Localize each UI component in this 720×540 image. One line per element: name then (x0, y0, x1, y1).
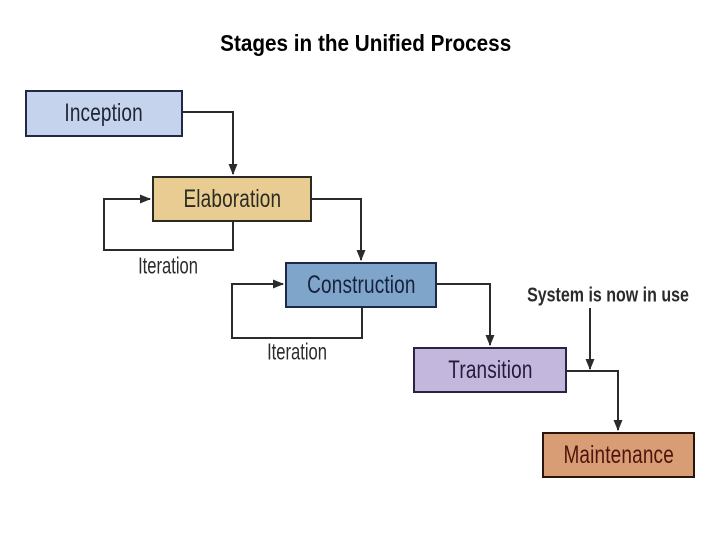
page-title: Stages in the Unified Process (166, 30, 566, 57)
arrowhead-construction-to-transition (485, 335, 495, 346)
connector-elaboration-iteration-loop (103, 198, 234, 251)
annotation-text-iteration-2: Iteration (267, 338, 327, 365)
connector-construction-to-transition (436, 283, 491, 345)
stage-box-maintenance: Maintenance (542, 432, 695, 478)
stage-box-transition: Transition (413, 347, 567, 393)
stage-box-construction: Construction (285, 262, 437, 308)
annotation-system-note: System is now in use (507, 285, 709, 308)
annotation-text-system-note: System is now in use (527, 284, 689, 307)
stage-label-inception: Inception (64, 99, 144, 127)
arrowhead-elaboration-to-construction (356, 250, 366, 261)
stage-label-transition: Transition (447, 355, 533, 384)
stage-label-construction: Construction (306, 270, 416, 299)
stage-box-inception: Inception (25, 90, 183, 137)
stage-box-elaboration: Elaboration (152, 176, 312, 222)
annotation-iteration-1: Iteration (126, 253, 209, 280)
connector-construction-iteration-loop (231, 283, 363, 339)
arrowhead-construction-iteration-loop (273, 279, 284, 289)
connector-elaboration-to-construction (311, 198, 362, 260)
arrowhead-system-note-pointer (585, 359, 595, 370)
annotation-text-iteration-1: Iteration (138, 252, 198, 279)
arrowhead-inception-to-elaboration (228, 164, 238, 175)
page-title-text: Stages in the Unified Process (220, 30, 512, 56)
stage-label-maintenance: Maintenance (563, 440, 674, 469)
connector-transition-to-maintenance (566, 370, 619, 430)
annotation-iteration-2: Iteration (255, 339, 338, 366)
arrowhead-transition-to-maintenance (613, 420, 623, 431)
stage-label-elaboration: Elaboration (183, 184, 281, 213)
arrowhead-elaboration-iteration-loop (140, 194, 151, 204)
connector-inception-to-elaboration (183, 111, 234, 174)
